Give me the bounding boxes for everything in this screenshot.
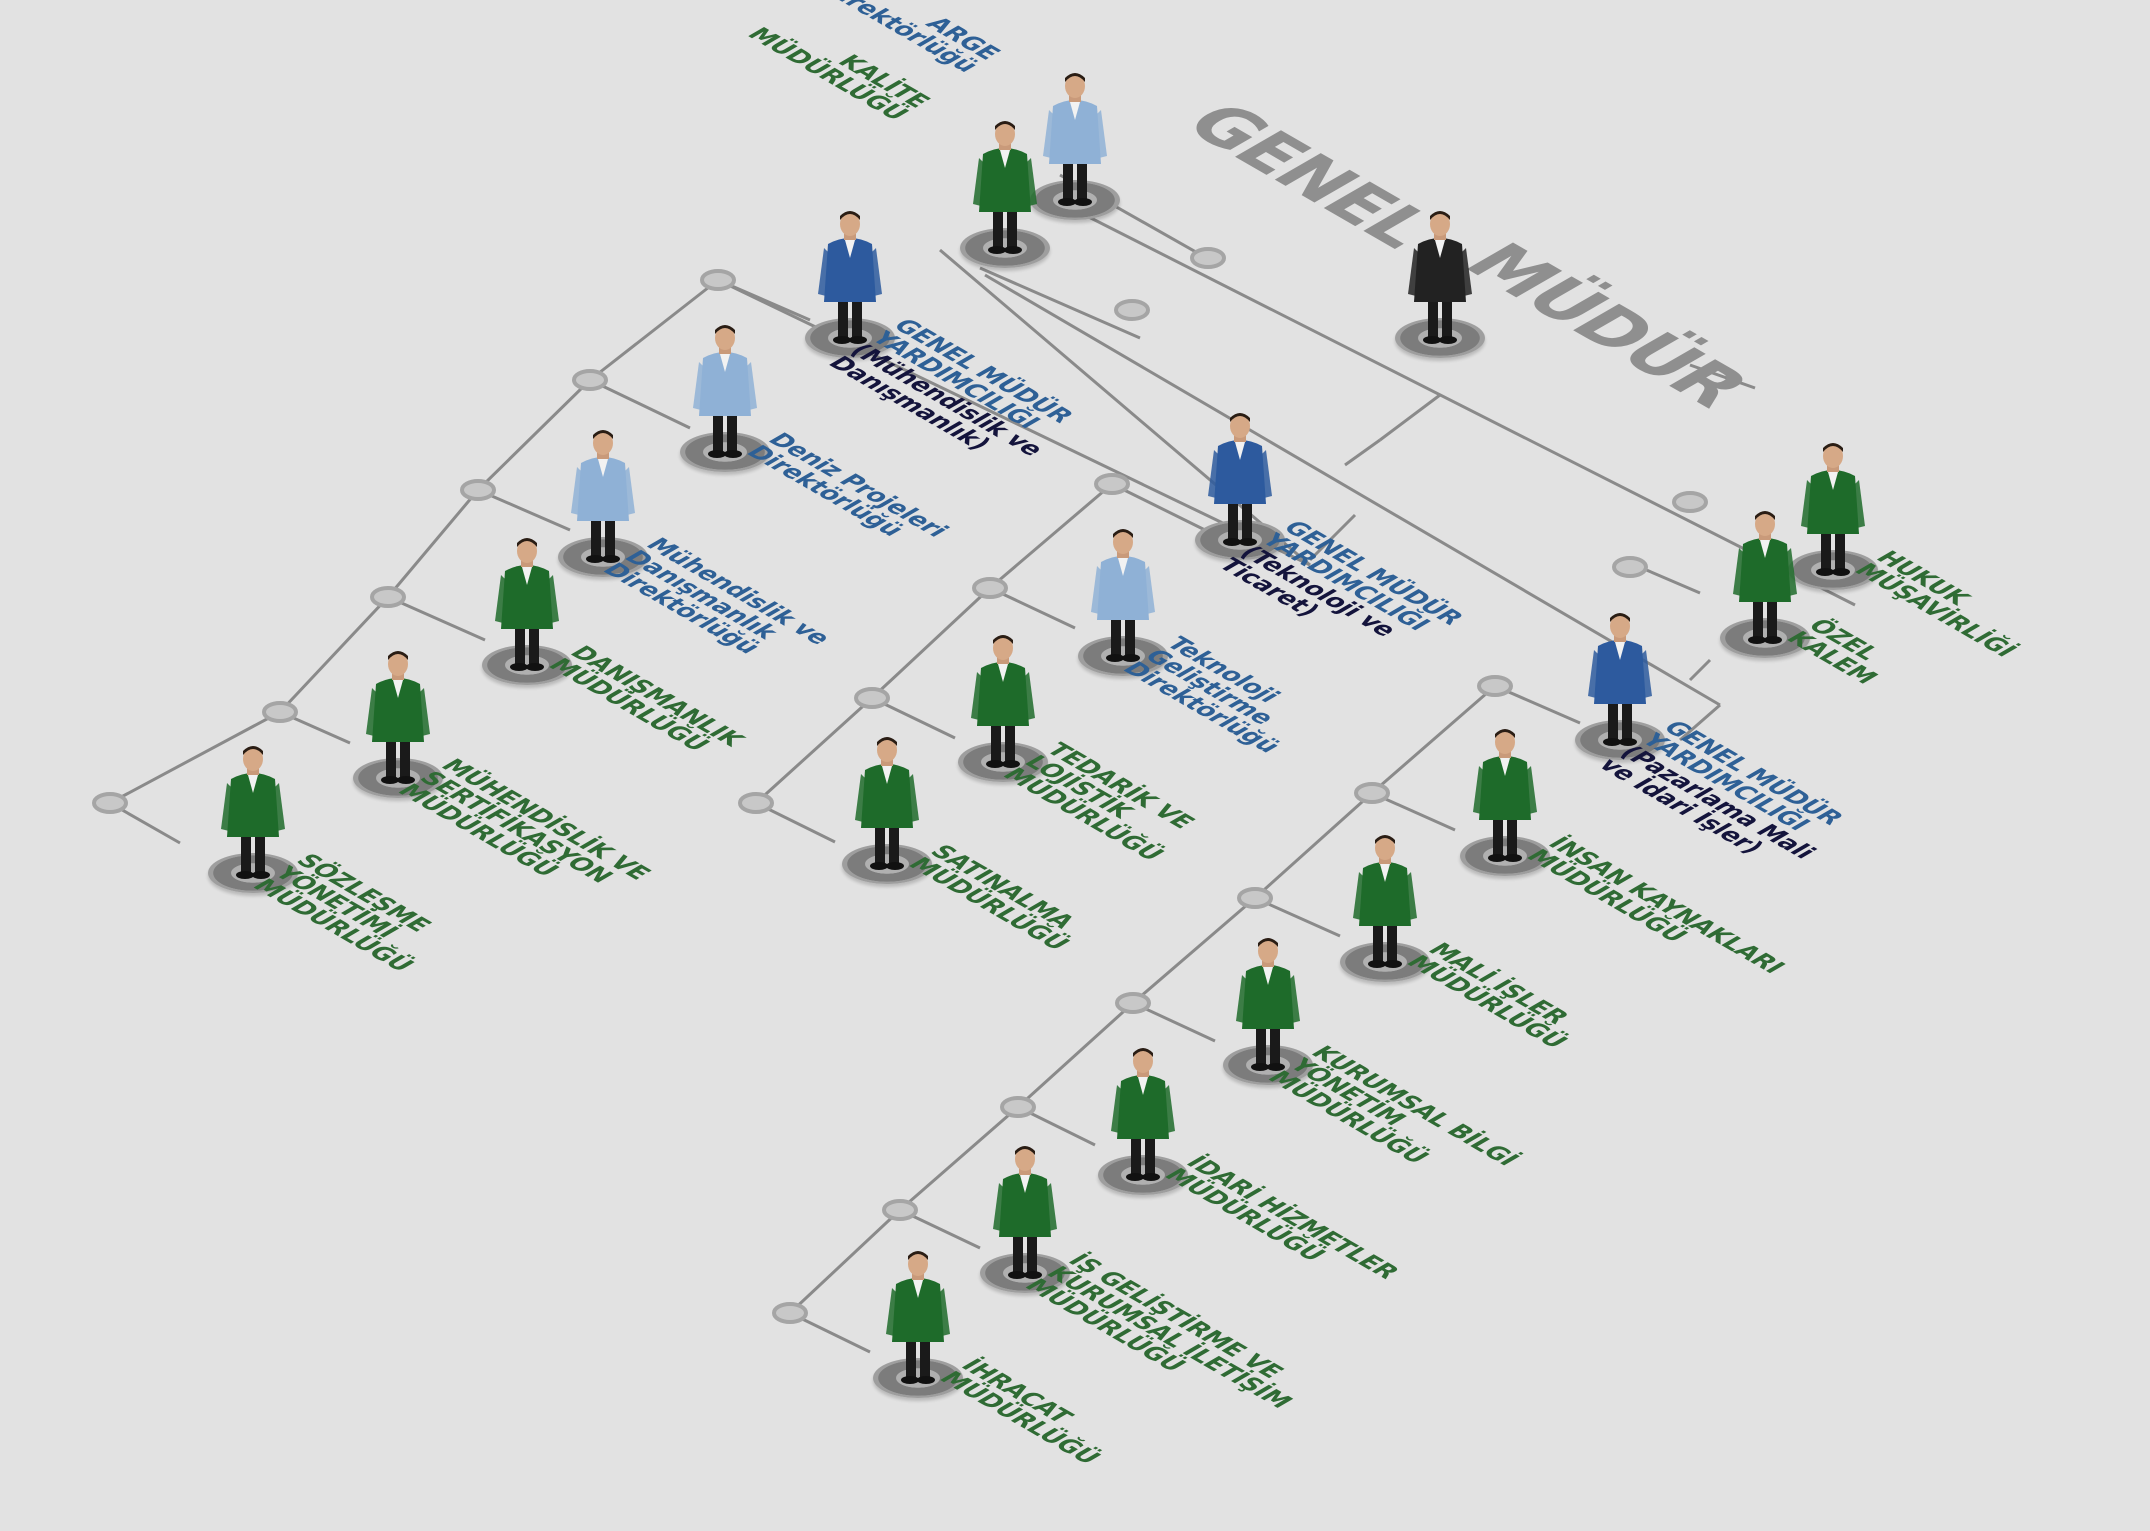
connector-line [1074, 208, 1856, 607]
pedestal-disc [1030, 180, 1120, 220]
person-figure-icon [1208, 413, 1272, 546]
connector-line [1371, 684, 1496, 795]
connector-line [979, 266, 1141, 340]
person-figure-icon [1588, 613, 1652, 746]
pedestal-disc [1340, 942, 1430, 982]
pedestal-disc [680, 432, 770, 472]
junction-ring [1477, 675, 1513, 697]
pedestal-disc [958, 742, 1048, 782]
person-figure-icon [495, 538, 559, 671]
junction-ring [1672, 491, 1708, 513]
junction-ring [1237, 887, 1273, 909]
person-figure-icon [1111, 1048, 1175, 1181]
connector-line [1689, 363, 1756, 390]
pedestal-disc [805, 318, 895, 358]
connector-line [1679, 703, 1721, 742]
connector-line [717, 278, 811, 322]
junction-ring [572, 369, 608, 391]
person-figure-icon [1353, 835, 1417, 968]
connector-line [476, 378, 592, 492]
pedestal-disc [1575, 720, 1665, 760]
pedestal-disc [1720, 618, 1810, 658]
pedestal-disc [353, 758, 443, 798]
connector-line [1111, 482, 1206, 532]
junction-ring [370, 586, 406, 608]
connector-line [788, 1208, 902, 1315]
pedestal-disc [960, 228, 1050, 268]
connector-line [589, 378, 691, 430]
junction-ring [1094, 473, 1130, 495]
junction-ring [1612, 556, 1648, 578]
junction-ring [854, 687, 890, 709]
person-figure-icon [1473, 729, 1537, 862]
pedestal-disc [842, 844, 932, 884]
connector-line [989, 482, 1113, 590]
pedestal-disc [1195, 520, 1285, 560]
junction-ring [1115, 992, 1151, 1014]
connector-line [109, 710, 281, 805]
pedestal-disc [482, 645, 572, 685]
connector-line [387, 595, 486, 642]
connector-line [1016, 1001, 1135, 1109]
junction-ring [262, 701, 298, 723]
person-figure-icon [1408, 211, 1472, 344]
connector-line [984, 273, 1721, 707]
pedestal-disc [1078, 636, 1168, 676]
junction-ring [460, 479, 496, 501]
junction-ring [1114, 299, 1150, 321]
connector-line [754, 696, 874, 805]
junction-ring [772, 1302, 808, 1324]
pedestal-disc [980, 1253, 1070, 1293]
pedestal-disc [558, 537, 648, 577]
pedestal-disc [1788, 550, 1878, 590]
connector-line [477, 488, 571, 532]
person-figure-icon [971, 635, 1035, 768]
junction-ring [1000, 1096, 1036, 1118]
connector-line [870, 586, 992, 700]
connector-line [1253, 791, 1374, 900]
connector-line [899, 1105, 1019, 1212]
pedestal-disc [1098, 1155, 1188, 1195]
person-figure-icon [993, 1146, 1057, 1279]
person-figure-icon [1801, 443, 1865, 576]
junction-ring [972, 577, 1008, 599]
person-figure-icon [366, 651, 430, 784]
person-figure-icon [1236, 938, 1300, 1071]
person-figure-icon [1733, 511, 1797, 644]
pedestal-disc [208, 853, 298, 893]
connector-line [1308, 513, 1357, 562]
connector-line [1344, 438, 1381, 467]
pedestal-disc [1223, 1045, 1313, 1085]
person-figure-icon [571, 430, 635, 563]
connector-line [278, 595, 390, 714]
person-figure-icon [221, 746, 285, 879]
person-figure-icon [693, 325, 757, 458]
junction-ring [1190, 247, 1226, 269]
person-figure-icon [818, 211, 882, 344]
connector-line [1132, 896, 1256, 1005]
person-figure-icon [1043, 73, 1107, 206]
person-figure-icon [886, 1251, 950, 1384]
person-figure-icon [855, 737, 919, 870]
junction-ring [738, 792, 774, 814]
junction-ring [700, 269, 736, 291]
connector-line [1688, 658, 1712, 682]
junction-ring [92, 792, 128, 814]
pedestal-disc [873, 1358, 963, 1398]
connector-line [589, 278, 719, 382]
junction-ring [882, 1199, 918, 1221]
person-figure-icon [1091, 529, 1155, 662]
junction-ring [1354, 782, 1390, 804]
connector-line [1379, 393, 1441, 442]
person-figure-icon [973, 121, 1037, 254]
pedestal-disc [1395, 318, 1485, 358]
connector-line [386, 489, 480, 598]
pedestal-disc [1460, 836, 1550, 876]
